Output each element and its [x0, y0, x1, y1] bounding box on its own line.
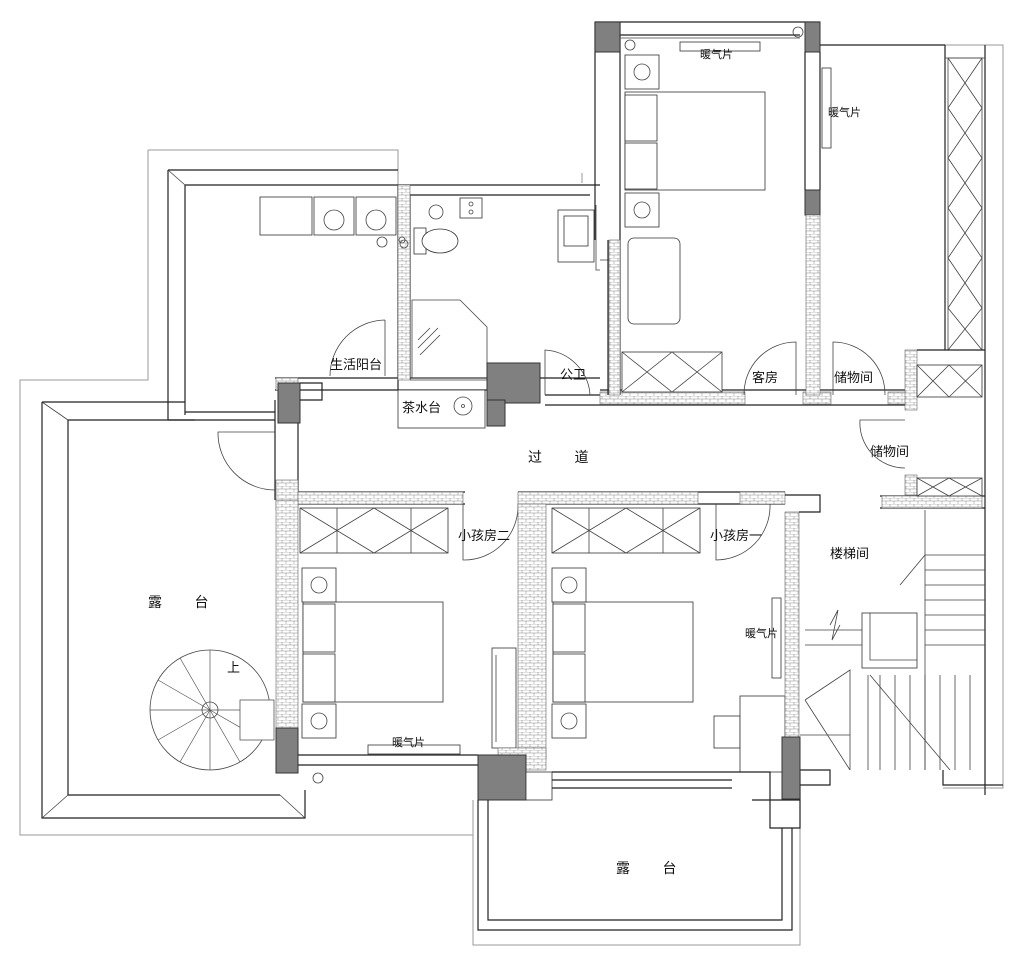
label-guest-room: 客房: [752, 370, 778, 386]
storage-rooms: [820, 44, 986, 795]
guest-room-door[interactable]: [743, 341, 797, 396]
nightstand: [551, 567, 587, 603]
terrace-door[interactable]: [217, 431, 276, 491]
label-kid-room-1: 小孩房一: [710, 528, 762, 544]
wardrobe: [299, 507, 449, 554]
label-radiator-right: 暖气片: [828, 105, 861, 119]
label-terrace-bottom: 露 台: [616, 861, 690, 877]
label-kid-room-2: 小孩房二: [458, 528, 510, 544]
kid-room-1-door[interactable]: [715, 503, 771, 561]
balcony-door[interactable]: [329, 319, 386, 377]
wardrobe: [621, 351, 723, 393]
drain-icon: [399, 239, 409, 249]
radiator-kid2: [367, 744, 461, 755]
terrace-bottom: [477, 800, 793, 931]
label-public-bathroom: 公卫: [560, 368, 586, 383]
radiator-top: [679, 41, 761, 52]
nightstand: [301, 703, 337, 739]
storage-door-2[interactable]: [859, 419, 906, 469]
central-divider: [477, 503, 553, 801]
sink: [259, 196, 313, 236]
spiral-staircase: [149, 649, 275, 771]
stairwell: [800, 510, 1003, 786]
kid-room-2-door[interactable]: [462, 503, 519, 561]
storage-door-1[interactable]: [832, 341, 886, 396]
label-service-balcony: 生活阳台: [330, 358, 382, 373]
kid-room-1: [551, 494, 821, 829]
guest-room: [594, 21, 832, 396]
washer-left: [313, 196, 355, 236]
terrace-left: [41, 401, 306, 819]
washer-right: [355, 196, 397, 236]
nightstand: [624, 192, 660, 228]
desk: [627, 237, 681, 325]
radiator-kid1: [771, 597, 782, 679]
label-radiator-kid1: 暖气片: [745, 626, 778, 640]
nightstand: [624, 54, 660, 90]
floor-drain-icon: [376, 236, 388, 248]
bathroom-door[interactable]: [544, 349, 591, 396]
desk-chair: [713, 715, 741, 749]
radiator-right: [821, 67, 832, 149]
bathroom: [397, 184, 616, 396]
nightstand: [301, 567, 337, 603]
label-tea-counter: 茶水台: [402, 400, 441, 416]
kid-room-2: [275, 499, 519, 784]
label-up: 上: [227, 661, 240, 676]
label-corridor: 过 道: [528, 450, 602, 466]
desk: [739, 695, 786, 773]
label-radiator-top: 暖气片: [700, 47, 733, 61]
label-storage-2: 储物间: [870, 445, 909, 460]
room-labels: 过 道 生活阳台 茶水台 公卫 客房 储物间 储物间 小孩房二 小孩房一 楼梯间…: [148, 47, 909, 877]
label-stairwell: 楼梯间: [830, 547, 869, 562]
nightstand: [551, 703, 587, 739]
label-radiator-kid2: 暖气片: [392, 735, 425, 749]
service-balcony: [167, 169, 398, 421]
label-storage-1: 储物间: [834, 371, 873, 386]
tea-counter: [397, 389, 486, 429]
corridor-walls: [274, 349, 985, 511]
label-terrace-left: 露 台: [148, 595, 222, 611]
wardrobe: [551, 507, 701, 554]
